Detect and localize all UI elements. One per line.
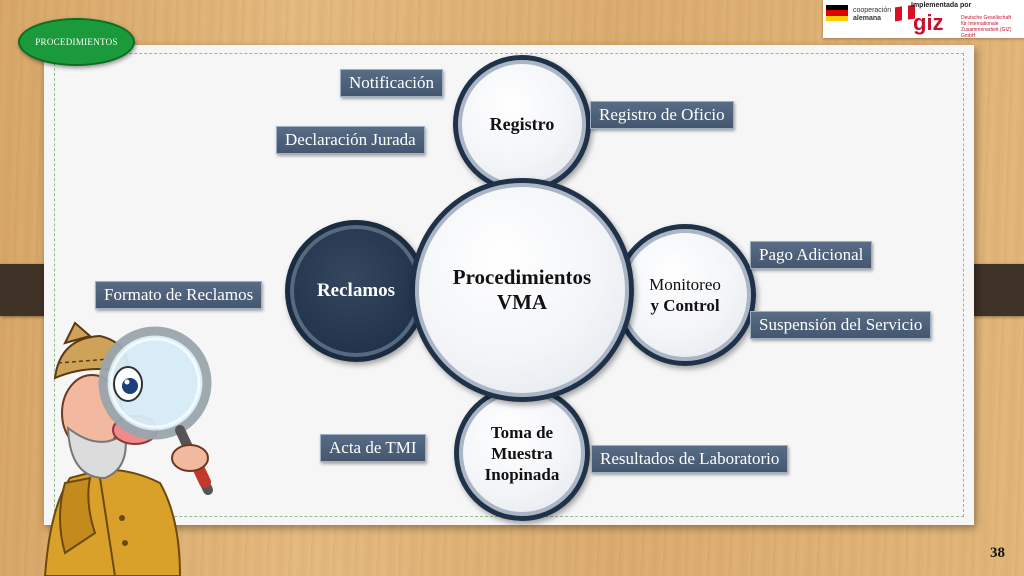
registro-node-label: Registro [489,113,555,134]
monitoreo-line-2: y Control [650,296,720,315]
label-notificacion[interactable]: Notificación [340,69,443,97]
cooperation-text: cooperación alemana [853,7,891,23]
label-declaracion-jurada[interactable]: Declaración Jurada [276,126,425,154]
center-line-2: VMA [496,290,548,314]
label-acta-tmi[interactable]: Acta de TMI [320,434,426,462]
giz-subtitle: Deutsche Gesellschaft für Internationale… [961,15,1024,39]
reclamos-node-label: Reclamos [316,280,396,301]
implemented-by-text: Implementada por [911,2,972,9]
giz-sub-1: Deutsche Gesellschaft [961,15,1012,21]
registro-node[interactable]: Registro [453,55,591,193]
center-line-1: Procedimientos [452,265,592,289]
giz-sub-3: Zusammenarbeit (GIZ) GmbH [961,27,1012,39]
label-registro-oficio[interactable]: Registro de Oficio [590,101,734,129]
giz-logo-text: giz [913,10,944,35]
toma-muestra-node[interactable]: Toma de Muestra Inopinada [454,385,590,521]
page-number: 38 [990,545,1005,561]
monitoreo-line-1: Monitoreo [649,275,721,294]
toma-line-1: Toma de [490,422,554,442]
giz-sub-2: für Internationale [961,21,999,27]
label-resultados-laboratorio[interactable]: Resultados de Laboratorio [591,445,789,473]
partner-logo: cooperación alemana Implementada por giz… [823,0,1024,39]
label-pago-adicional[interactable]: Pago Adicional [750,241,873,269]
reclamos-node[interactable]: Reclamos [285,220,427,362]
label-suspension-servicio[interactable]: Suspensión del Servicio [750,311,932,339]
coop-line-2: alemana [853,15,882,22]
section-badge[interactable]: PROCEDIMIENTOS [18,18,135,66]
monitoreo-node[interactable]: Monitoreo y Control [614,224,756,366]
german-flag-icon [826,5,848,21]
toma-line-2: Muestra [491,443,553,463]
toma-line-3: Inopinada [484,464,560,484]
section-badge-label: PROCEDIMIENTOS [35,37,118,47]
label-formato-reclamos[interactable]: Formato de Reclamos [95,281,263,309]
detective-illustration [43,321,213,576]
coop-line-1: cooperación [853,7,892,14]
center-node[interactable]: Procedimientos VMA [410,178,634,402]
